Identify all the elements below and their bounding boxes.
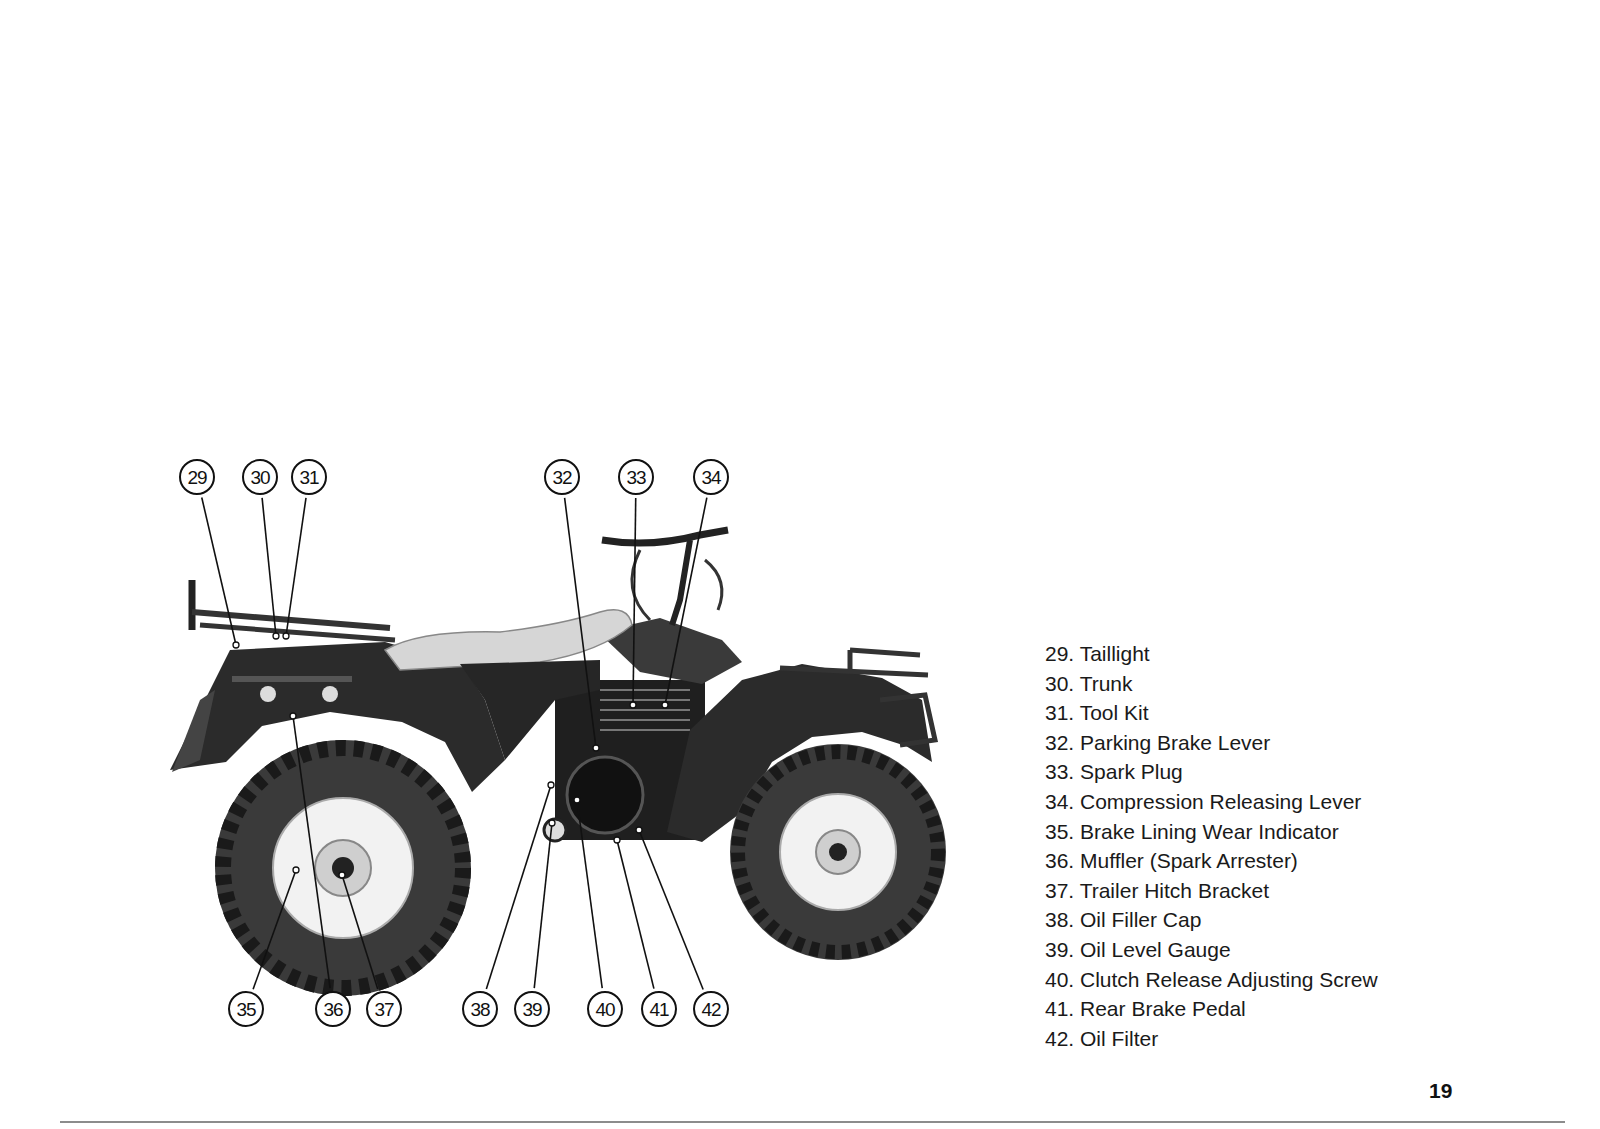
callout-circle: 29 [178,458,216,496]
callout-number: 41 [649,1000,668,1019]
callout-number: 31 [299,468,318,487]
leader-line [534,820,555,988]
callout-circle: 42 [692,990,730,1028]
callout-number: 42 [701,1000,720,1019]
leader-line [565,498,599,751]
callout-circle: 36 [314,990,352,1028]
legend-entry: 32. Parking Brake Lever [1045,732,1270,753]
leader-line [486,782,554,989]
leader-line [630,498,636,708]
callout-number: 37 [374,1000,393,1019]
legend-entry: 29. Taillight [1045,643,1150,664]
legend-entry: 42. Oil Filter [1045,1028,1158,1049]
legend-entry: 33. Spark Plug [1045,761,1183,782]
callout-number: 29 [187,468,206,487]
leader-line [574,797,602,988]
callout-circle: 33 [617,458,655,496]
leader-line [262,498,279,639]
callout-number: 36 [323,1000,342,1019]
atv-drawing [60,530,1565,1122]
leader-lines [202,497,707,989]
leader-line [636,827,703,990]
page-number: 19 [1429,1080,1452,1101]
leader-line [202,497,239,648]
callout-circle: 39 [513,990,551,1028]
leader-line [290,713,330,988]
callout-number: 35 [236,1000,255,1019]
callout-circle: 30 [241,458,279,496]
leader-line [614,837,654,989]
leader-line [662,498,707,708]
legend-entry: 39. Oil Level Gauge [1045,939,1231,960]
legend-entry: 34. Compression Releasing Lever [1045,791,1361,812]
callout-number: 38 [470,1000,489,1019]
legend-entry: 37. Trailer Hitch Bracket [1045,880,1269,901]
callout-circle: 38 [461,990,499,1028]
legend-entry: 30. Trunk [1045,673,1133,694]
callout-circle: 34 [692,458,730,496]
callout-circle: 32 [543,458,581,496]
callout-number: 40 [595,1000,614,1019]
legend-entry: 41. Rear Brake Pedal [1045,998,1246,1019]
callout-circle: 41 [640,990,678,1028]
callout-number: 39 [522,1000,541,1019]
leader-line [253,867,299,989]
leader-line [283,498,306,639]
callout-circle: 31 [290,458,328,496]
legend-entry: 38. Oil Filler Cap [1045,909,1201,930]
callout-number: 34 [701,468,720,487]
callout-circle: 40 [586,990,624,1028]
callout-number: 30 [250,468,269,487]
callout-number: 32 [552,468,571,487]
legend-entry: 31. Tool Kit [1045,702,1149,723]
callout-circle: 37 [365,990,403,1028]
legend-entry: 35. Brake Lining Wear Indicator [1045,821,1339,842]
callout-circle: 35 [227,990,265,1028]
legend-entry: 40. Clutch Release Adjusting Screw [1045,969,1378,990]
callout-number: 33 [626,468,645,487]
legend-entry: 36. Muffler (Spark Arrester) [1045,850,1298,871]
leader-line [339,872,378,989]
